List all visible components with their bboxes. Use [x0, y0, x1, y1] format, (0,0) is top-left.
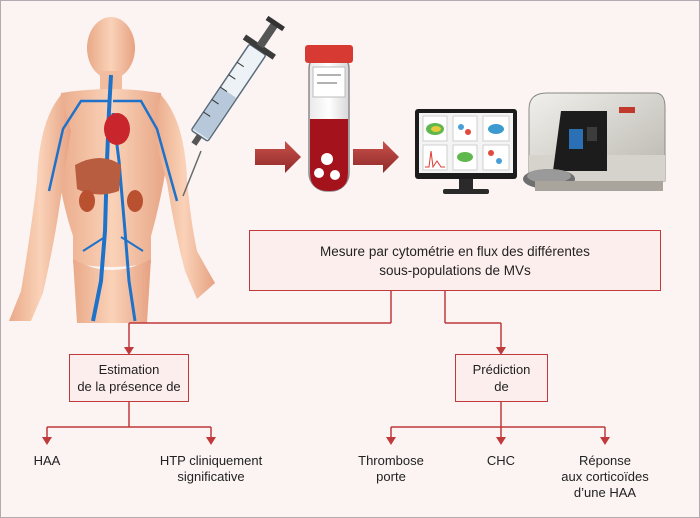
- flow-cytometer-icon: [523, 92, 666, 191]
- main-box-line1: Mesure par cytométrie en flux des différ…: [320, 243, 590, 259]
- leaf-text: porte: [376, 469, 406, 484]
- estimation-box: Estimation de la présence de: [69, 354, 189, 402]
- blood-tube-icon: [305, 45, 353, 192]
- leaf-text: CHC: [486, 453, 516, 468]
- estimation-box-line1: Estimation: [98, 362, 160, 377]
- leaf-chc: CHC: [471, 453, 531, 469]
- leaf-text: aux corticoïdes: [561, 469, 649, 484]
- human-anatomy-figure: [9, 17, 215, 323]
- leaf-text: significative: [177, 469, 245, 484]
- estimation-box-line2: de la présence de: [77, 379, 181, 394]
- main-box-line2: sous-populations de MVs: [379, 262, 531, 278]
- leaf-haa: HAA: [17, 453, 77, 469]
- leaf-text: Réponse: [578, 453, 632, 468]
- leaf-text: Thrombose: [358, 453, 424, 468]
- connector-lines: [47, 291, 605, 428]
- computer-monitor-icon: [415, 109, 517, 194]
- leaf-text: HAA: [33, 453, 61, 468]
- arrowheads: [42, 347, 610, 445]
- prediction-box-line1: Prédiction: [472, 362, 531, 377]
- prediction-box: Prédiction de: [455, 354, 548, 402]
- leaf-htp: HTP cliniquement significative: [147, 453, 275, 485]
- leaf-text: d’une HAA: [573, 485, 637, 500]
- syringe-icon: [182, 15, 285, 197]
- flow-arrow-icon: [255, 141, 301, 173]
- leaf-thrombose: Thrombose porte: [347, 453, 435, 485]
- flow-arrow-icon: [353, 141, 399, 173]
- leaf-reponse: Réponse aux corticoïdes d’une HAA: [555, 453, 655, 501]
- flow-cytometry-measure-box: Mesure par cytométrie en flux des différ…: [249, 230, 661, 291]
- leaf-text: HTP cliniquement: [159, 453, 263, 468]
- prediction-box-line2: de: [494, 379, 509, 394]
